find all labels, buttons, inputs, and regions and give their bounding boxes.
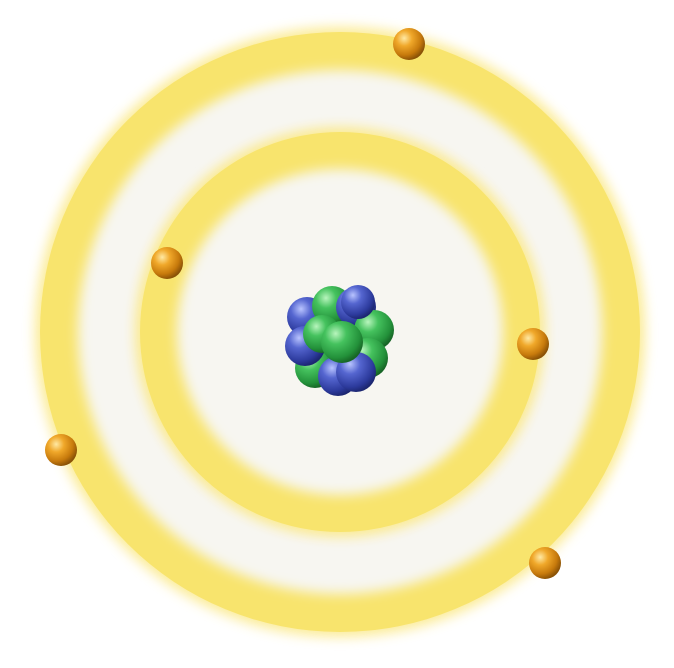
- electron-icon: [151, 247, 183, 279]
- electron-icon: [517, 328, 549, 360]
- electron-icon: [45, 434, 77, 466]
- proton-icon: [341, 285, 375, 319]
- neutron-icon: [321, 321, 363, 363]
- electron-icon: [529, 547, 561, 579]
- electron-icon: [393, 28, 425, 60]
